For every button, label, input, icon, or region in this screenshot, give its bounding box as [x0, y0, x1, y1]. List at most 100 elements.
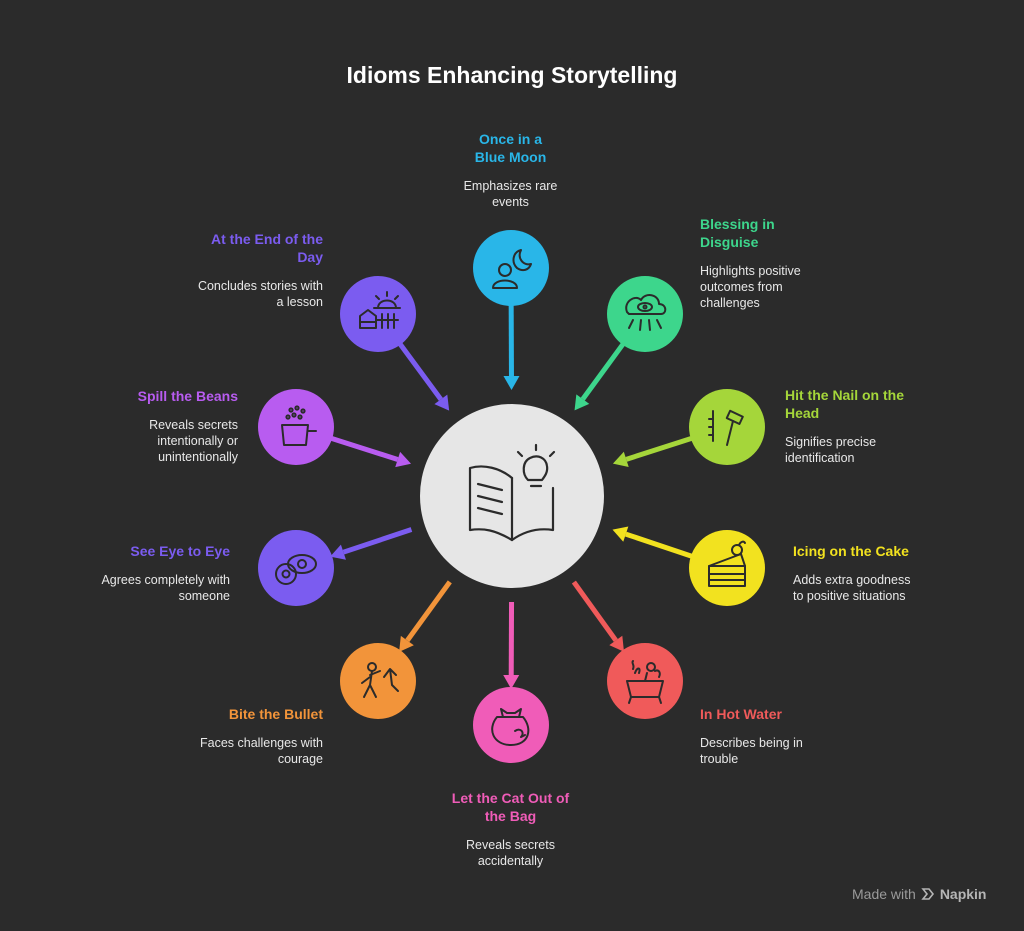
idiom-description-line: Concludes stories with	[197, 279, 323, 293]
idiom-description-line: Reveals secrets	[149, 418, 238, 432]
connector-arrow-spill-the-beans	[329, 435, 412, 468]
idiom-title-line: In Hot Water	[700, 706, 782, 722]
cake-icon	[708, 540, 746, 587]
idiom-title-line: Let the Cat Out of	[451, 790, 570, 806]
connector-arrow-see-eye-to-eye	[330, 527, 413, 560]
idiom-description-line: trouble	[700, 752, 739, 766]
node-at-the-end-of-the-day	[340, 276, 416, 352]
idiom-description-line: intentionally or	[157, 434, 238, 448]
idiom-description-line: to positive situations	[793, 589, 906, 603]
idiom-title-line: Blessing in	[700, 216, 775, 232]
idiom-title-line: Day	[297, 249, 323, 265]
idiom-title-line: Spill the Beans	[137, 388, 238, 404]
node-blessing-in-disguise	[607, 276, 683, 352]
idiom-description-line: outcomes from	[700, 280, 783, 294]
idiom-description-line: identification	[785, 451, 855, 465]
idiom-title-line: Disguise	[700, 234, 759, 250]
node-icing-on-the-cake	[689, 530, 765, 606]
idiom-description: Signifies precise identification	[785, 434, 970, 466]
idiom-title-line: Icing on the Cake	[793, 543, 909, 559]
idiom-title-line: Head	[785, 405, 820, 421]
idiom-description-line: accidentally	[477, 854, 544, 868]
footer: Made with Napkin	[852, 886, 987, 902]
idiom-description-line: someone	[178, 589, 230, 603]
idiom-description-line: Highlights positive	[700, 264, 801, 278]
idiom-description-line: challenges	[700, 296, 760, 310]
idiom-title: Icing on the Cake	[793, 542, 978, 560]
idiom-title: Let the Cat Out of the Bag	[418, 789, 603, 825]
idiom-title: See Eye to Eye	[45, 542, 230, 560]
idiom-description: Reveals secrets intentionally or unintenti…	[53, 417, 238, 465]
page-title: Idioms Enhancing Storytelling	[346, 62, 678, 88]
idiom-title-line: At the End of the	[211, 231, 323, 247]
node-in-hot-water	[607, 643, 683, 719]
climbing-person-icon	[361, 662, 399, 698]
connector-arrow-in-hot-water	[571, 580, 624, 652]
made-with-text: Made with	[852, 886, 916, 902]
idiom-title-line: See Eye to Eye	[130, 543, 230, 559]
idiom-title: In Hot Water	[700, 705, 885, 723]
connector-arrow-hit-the-nail-on-the-head	[612, 435, 694, 467]
connector-arrow-icing-on-the-cake	[612, 526, 694, 559]
open-book-lightbulb-icon	[468, 443, 556, 542]
idiom-description-line: Describes being in	[700, 736, 803, 750]
napkin-brand: Napkin	[939, 886, 987, 902]
idiom-description: Agrees completely with someone	[45, 572, 230, 604]
node-let-the-cat-out-of-the-bag	[473, 687, 549, 763]
node-spill-the-beans	[258, 389, 334, 465]
idiom-description: Concludes stories with a lesson	[138, 278, 323, 310]
idiom-description: Adds extra goodness to positive situation…	[793, 572, 978, 604]
cat-bag-icon	[491, 708, 530, 746]
connector-arrow-blessing-in-disguise	[574, 341, 626, 411]
idiom-description: Faces challenges with courage	[138, 735, 323, 767]
idiom-description-line: events	[492, 195, 529, 209]
idiom-title-line: the Bag	[484, 808, 537, 824]
connector-arrow-bite-the-bullet	[399, 580, 452, 652]
idiom-description: Highlights positive outcomes from challeng…	[700, 263, 885, 311]
idiom-description-line: Agrees completely with	[101, 573, 230, 587]
node-bite-the-bullet	[340, 643, 416, 719]
idiom-description-line: Adds extra goodness	[793, 573, 911, 587]
idiom-title: Spill the Beans	[53, 387, 238, 405]
idiom-description-line: unintentionally	[158, 450, 238, 464]
cloud-eye-icon	[625, 294, 667, 331]
connector-arrow-at-the-end-of-the-day	[397, 341, 450, 411]
idiom-description-line: Emphasizes rare	[463, 179, 558, 193]
idiom-description: Reveals secrets accidentally	[418, 837, 603, 869]
idiom-title: Bite the Bullet	[138, 705, 323, 723]
hammer-nail-icon	[708, 409, 744, 446]
idiom-title-line: Once in a	[478, 131, 543, 147]
idiom-description: Describes being in trouble	[700, 735, 885, 767]
person-in-pot-icon	[626, 660, 664, 704]
node-once-in-a-blue-moon	[473, 230, 549, 306]
idiom-title: Blessing in Disguise	[700, 215, 885, 251]
connector-arrow-let-the-cat-out-of-the-bag	[503, 601, 520, 690]
idiom-title-line: Hit the Nail on the	[785, 387, 904, 403]
node-see-eye-to-eye	[258, 530, 334, 606]
idiom-description-line: Signifies precise	[785, 435, 877, 449]
center-node	[420, 404, 604, 588]
napkin-logo-icon	[921, 888, 934, 900]
idiom-description-line: Faces challenges with	[200, 736, 323, 750]
spilling-pot-icon	[281, 405, 317, 446]
idiom-description-line: Reveals secrets	[466, 838, 555, 852]
sunset-house-icon	[359, 291, 401, 329]
idiom-description: Emphasizes rare events	[418, 178, 603, 210]
node-hit-the-nail-on-the-head	[689, 389, 765, 465]
idiom-description-line: a lesson	[276, 295, 323, 309]
idiom-description-line: courage	[277, 752, 323, 766]
person-moon-icon	[492, 249, 532, 289]
idiom-title-line: Bite the Bullet	[228, 706, 323, 722]
